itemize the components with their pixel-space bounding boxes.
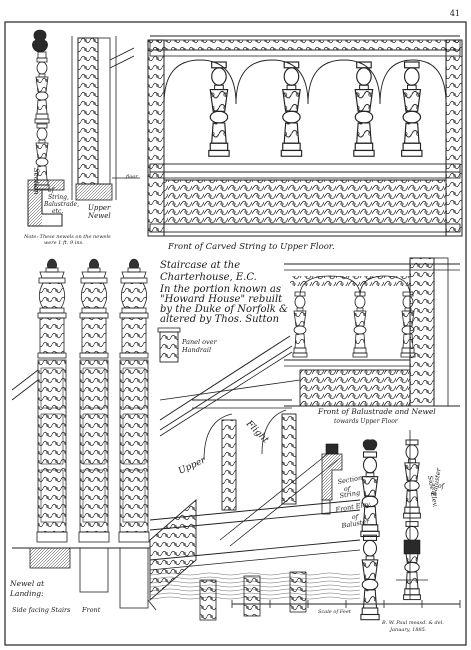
upper-newel-label-1: Upper xyxy=(88,204,111,212)
title-line-4: "Howard House" rebuilt xyxy=(160,294,283,305)
title-block: Staircase at the Charterhouse, E.C. In t… xyxy=(159,260,288,325)
front-elev-label-2: of xyxy=(352,514,360,521)
scale-bar xyxy=(231,600,461,608)
svg-text:Section: Section xyxy=(32,168,40,195)
section-string-2-label-3: String xyxy=(339,489,361,500)
title-line-6: altered by Thos. Sutton xyxy=(160,314,279,325)
side-facing-stairs-label: Side facing Stairs xyxy=(12,606,71,614)
title-line-2: Charterhouse, E.C. xyxy=(160,272,257,283)
upper-newel-drawing xyxy=(71,36,140,201)
balustrade-newel-front-drawing xyxy=(284,257,460,407)
side-elev-label-2: of xyxy=(438,483,446,490)
title-line-3: In the portion known as xyxy=(159,284,281,295)
upper-label: Upper xyxy=(177,455,208,477)
section-string-label: Section of String, Balustrade, etc. xyxy=(32,168,79,215)
note-line-1: Note: These newels on the newels xyxy=(23,234,111,240)
svg-text:String,: String, xyxy=(48,194,69,201)
front-label: Front xyxy=(81,606,101,614)
panel-over-handrail-drawing xyxy=(157,327,181,363)
panel-label-2: Handrail xyxy=(181,346,211,354)
upper-newel-label-2: Newel xyxy=(87,212,111,220)
towards-upper-floor-caption: towards Upper Floor xyxy=(334,418,399,425)
floor-label: floor xyxy=(125,174,138,180)
signature-line-2: January, 1885. xyxy=(389,627,427,633)
sheet-border xyxy=(4,21,467,646)
panel-label-1: Panel over xyxy=(181,338,218,346)
svg-text:etc.: etc. xyxy=(52,208,63,215)
flight-label: Flight xyxy=(243,418,270,445)
svg-text:of: of xyxy=(48,187,56,194)
svg-text:Balustrade,: Balustrade, xyxy=(43,201,79,208)
newel-posts-drawing xyxy=(11,258,157,611)
section-of-string-2-drawing xyxy=(321,443,343,515)
signature-line-1: B. W. Paul measd. & del. xyxy=(381,620,444,626)
front-elev-label-3: Baluster xyxy=(340,517,371,530)
plate-number: 41 xyxy=(450,9,460,18)
section-of-string-drawing xyxy=(27,29,65,227)
newel-landing-label-1: Newel at xyxy=(9,579,45,588)
note-line-2: were 1 ft. 9 ins. xyxy=(44,240,84,246)
section-string-2-label-1: Section xyxy=(337,474,363,486)
newel-landing-label-2: Landing: xyxy=(9,589,44,598)
upper-flight-perspective-drawing xyxy=(149,335,361,621)
front-elevation-baluster-drawing xyxy=(360,439,380,621)
front-string-caption: Front of Carved String to Upper Floor. xyxy=(167,242,335,252)
front-balustrade-caption: Front of Balustrade and Newel xyxy=(317,407,436,416)
title-line-1: Staircase at the xyxy=(160,260,240,271)
carved-string-front-drawing xyxy=(147,35,463,237)
side-elev-label-3: Baluster xyxy=(430,467,443,498)
title-line-5: by the Duke of Norfolk & xyxy=(160,304,288,315)
scale-label: Scale of Feet xyxy=(318,609,352,615)
section-string-2-label-2: of xyxy=(344,486,352,493)
side-elevation-baluster-drawing xyxy=(396,430,428,601)
